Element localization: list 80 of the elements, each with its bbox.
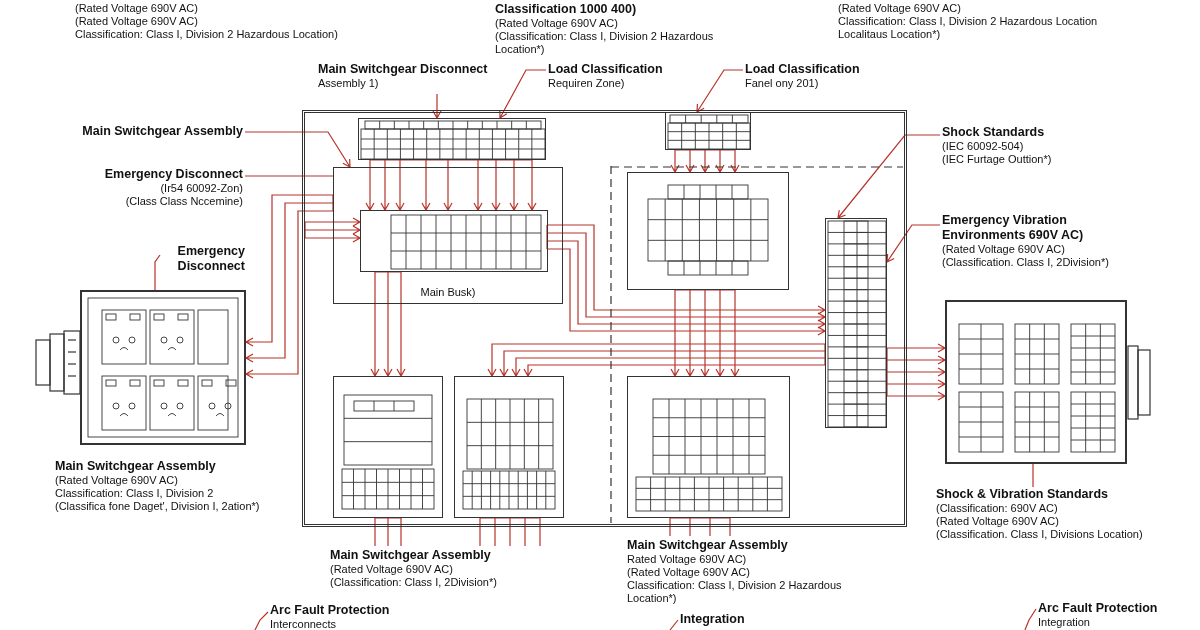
leader-line [254, 611, 269, 630]
panel-label: Main Busk) [420, 286, 476, 299]
breaker-panel [333, 376, 443, 518]
note-text: (Rated Voltage 690V AC) [838, 2, 962, 15]
leader-line [696, 69, 744, 113]
leader-line [154, 254, 161, 291]
wire-bundle [365, 159, 537, 212]
note-text: (Rated Voltage 690V AC) [55, 474, 179, 487]
note-text: Classification: Class I, Division 2 Hazardous Location [838, 15, 1099, 28]
wire-bundle [479, 517, 541, 547]
wire-bundle [304, 217, 362, 243]
callout-heading: Main Switchgear Assembly [627, 538, 789, 553]
callout-heading: Main Switchgear Assembly [81, 124, 243, 139]
callout-text: Classification: Class I, Division 2 Hazardous Location*) [627, 579, 843, 605]
callout-heading: Shock Standards [942, 125, 1046, 140]
busbar-panel [333, 167, 563, 304]
callout-text: Interconnects [270, 618, 338, 630]
wire [432, 93, 442, 120]
label-heading: Classification 1000 400) [495, 2, 638, 17]
callout-heading: Main Switchgear Assembly [330, 548, 492, 563]
callout-text: (IEC Furtage Outtion*) [942, 153, 1053, 166]
callout-text: Requiren Zone) [548, 77, 626, 90]
callout-text: Assembly 1) [318, 77, 380, 90]
callout-text: (Ir54 60092-Zon) [159, 182, 243, 195]
callout-heading: Emergency Disconnect [103, 167, 243, 182]
callout-text: (Classification. Class I, 2Division*) [942, 256, 1110, 269]
wire-bundle [670, 289, 740, 378]
breaker-panel [627, 172, 789, 290]
note-text: (Rated Voltage 690V AC) [495, 17, 619, 30]
wire-bundle [370, 271, 406, 378]
wire-bundle [374, 517, 402, 547]
label-heading: Main Switchgear Assembly [55, 459, 217, 474]
callout-heading: Load Classification [745, 62, 861, 77]
callout-heading: Arc Fault Protection [1038, 601, 1159, 616]
wire-bundle [546, 224, 827, 336]
callout-text: (Rated Voltage 690V AC) [942, 243, 1066, 256]
callout-text: (Rated Voltage 690V AC) [330, 563, 454, 576]
wire-bundle [487, 343, 826, 378]
callout-heading: Emergency Vibration Environments 690V AC) [942, 213, 1085, 243]
callout-heading: Shock & Vibration Standards [936, 487, 1110, 502]
callout-text: (Classification: 690V AC) [936, 502, 1059, 515]
wire-bundle [244, 194, 334, 379]
note-text: Localitaus Location*) [838, 28, 942, 41]
callout-text: (Rated Voltage 690V AC) [936, 515, 1060, 528]
callout-text: (Rated Voltage 690V AC) [627, 566, 751, 579]
note-text: Classification: Class I, Division 2 Hazardous Location) [75, 28, 339, 41]
callout-heading: Main Switchgear Disconnect [318, 62, 489, 77]
callout-text: Integration [1038, 616, 1091, 629]
callout-text: (Classification. Class I, Divisions Location) [936, 528, 1144, 541]
leader-line [244, 131, 351, 169]
leader-line [1032, 463, 1034, 488]
distribution-panel [80, 290, 246, 445]
wire-bundle [886, 343, 947, 401]
callout-heading: Arc Fault Protection [270, 603, 391, 618]
leader-line [837, 134, 941, 219]
note-text: (Classification: Class I, Division 2 Hazardous Location*) [495, 30, 715, 56]
note-text: (Rated Voltage 690V AC) [75, 2, 199, 15]
note-text: (Classifica fone Daget', Division I, 2ation*) [55, 500, 261, 513]
breaker-panel [627, 376, 790, 518]
switchgear-enclosure [302, 110, 907, 527]
note-text: (Rated Voltage 690V AC) [75, 15, 199, 28]
callout-heading: Integration [680, 612, 746, 627]
callout-text: (Class Class Nccemine) [124, 195, 243, 208]
breaker-module [359, 209, 548, 272]
leader-line [244, 175, 334, 177]
leader-line [886, 224, 941, 263]
leader-line [499, 69, 547, 120]
note-text: Classification: Class I, Division 2 [55, 487, 215, 500]
leader-line [1024, 608, 1037, 630]
callout-heading: Load Classification [548, 62, 664, 77]
wire-bundle [670, 149, 740, 174]
callout-text: Fanel ony 201) [745, 77, 820, 90]
callout-text: (IEC 60092-504) [942, 140, 1025, 153]
leader-line [669, 619, 679, 630]
callout-text: Rated Voltage 690V AC) [627, 553, 748, 566]
distribution-panel [945, 300, 1127, 464]
breaker-panel [454, 376, 564, 518]
callout-text: (Classification: Class I, 2Division*) [330, 576, 498, 589]
wire-bundle [669, 517, 731, 537]
callout-heading: Emergency Disconnect [176, 244, 245, 274]
